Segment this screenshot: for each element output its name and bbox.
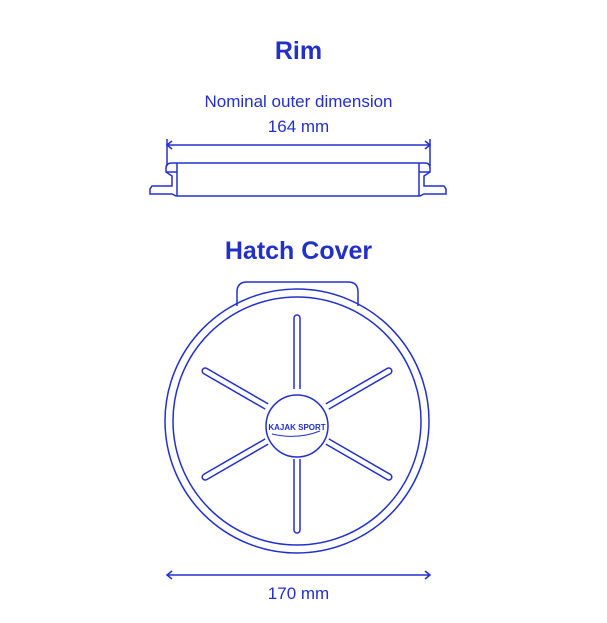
cover-hub [265, 394, 329, 458]
hatch-cover-drawing: KAJAK SPORT [164, 281, 432, 580]
cover-spoke [325, 367, 393, 410]
hatch-cover-dimension-value: 170 mm [267, 584, 330, 603]
kajak-sport-logo: KAJAK SPORT [268, 423, 325, 432]
cover-spoke [201, 438, 269, 481]
cover-spoke [325, 438, 393, 481]
rim-dimension-label: Nominal outer dimension [204, 92, 393, 111]
rim-dimension-value: 164 mm [267, 117, 330, 136]
cover-spoke [293, 459, 301, 534]
cover-spoke [293, 314, 301, 389]
hatch-cover-title: Hatch Cover [224, 237, 373, 265]
cover-spoke [201, 367, 269, 410]
cover-outer-rim [164, 288, 430, 554]
cover-tab [236, 281, 359, 306]
rim-profile-drawing [149, 139, 447, 197]
rim-title: Rim [274, 37, 323, 65]
